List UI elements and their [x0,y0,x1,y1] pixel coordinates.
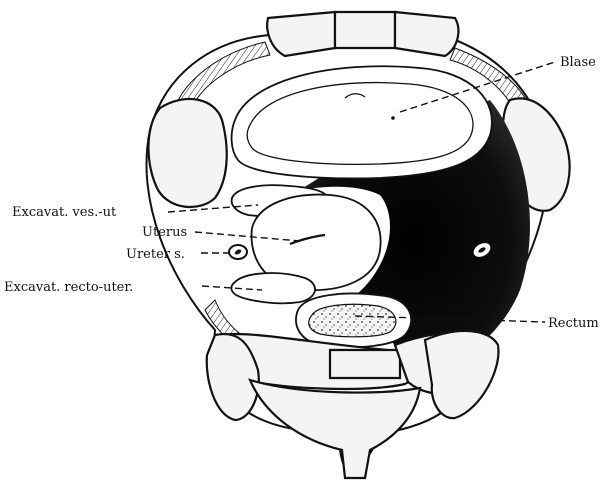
excavation-recto-uterine [231,273,315,303]
label-ureter: Ureter s. [126,247,185,262]
label-rectum: Rectum [548,316,599,331]
label-excavat-recto-uter: Excavat. recto-uter. [4,280,133,295]
label-blase: Blase [560,55,596,70]
sacrum [207,331,499,478]
label-uterus: Uterus [142,225,187,240]
label-excavat-ves-ut: Excavat. ves.-ut [12,205,117,220]
rectum [296,294,411,348]
ureter-left [229,245,247,259]
hip-bone-left [148,99,226,207]
